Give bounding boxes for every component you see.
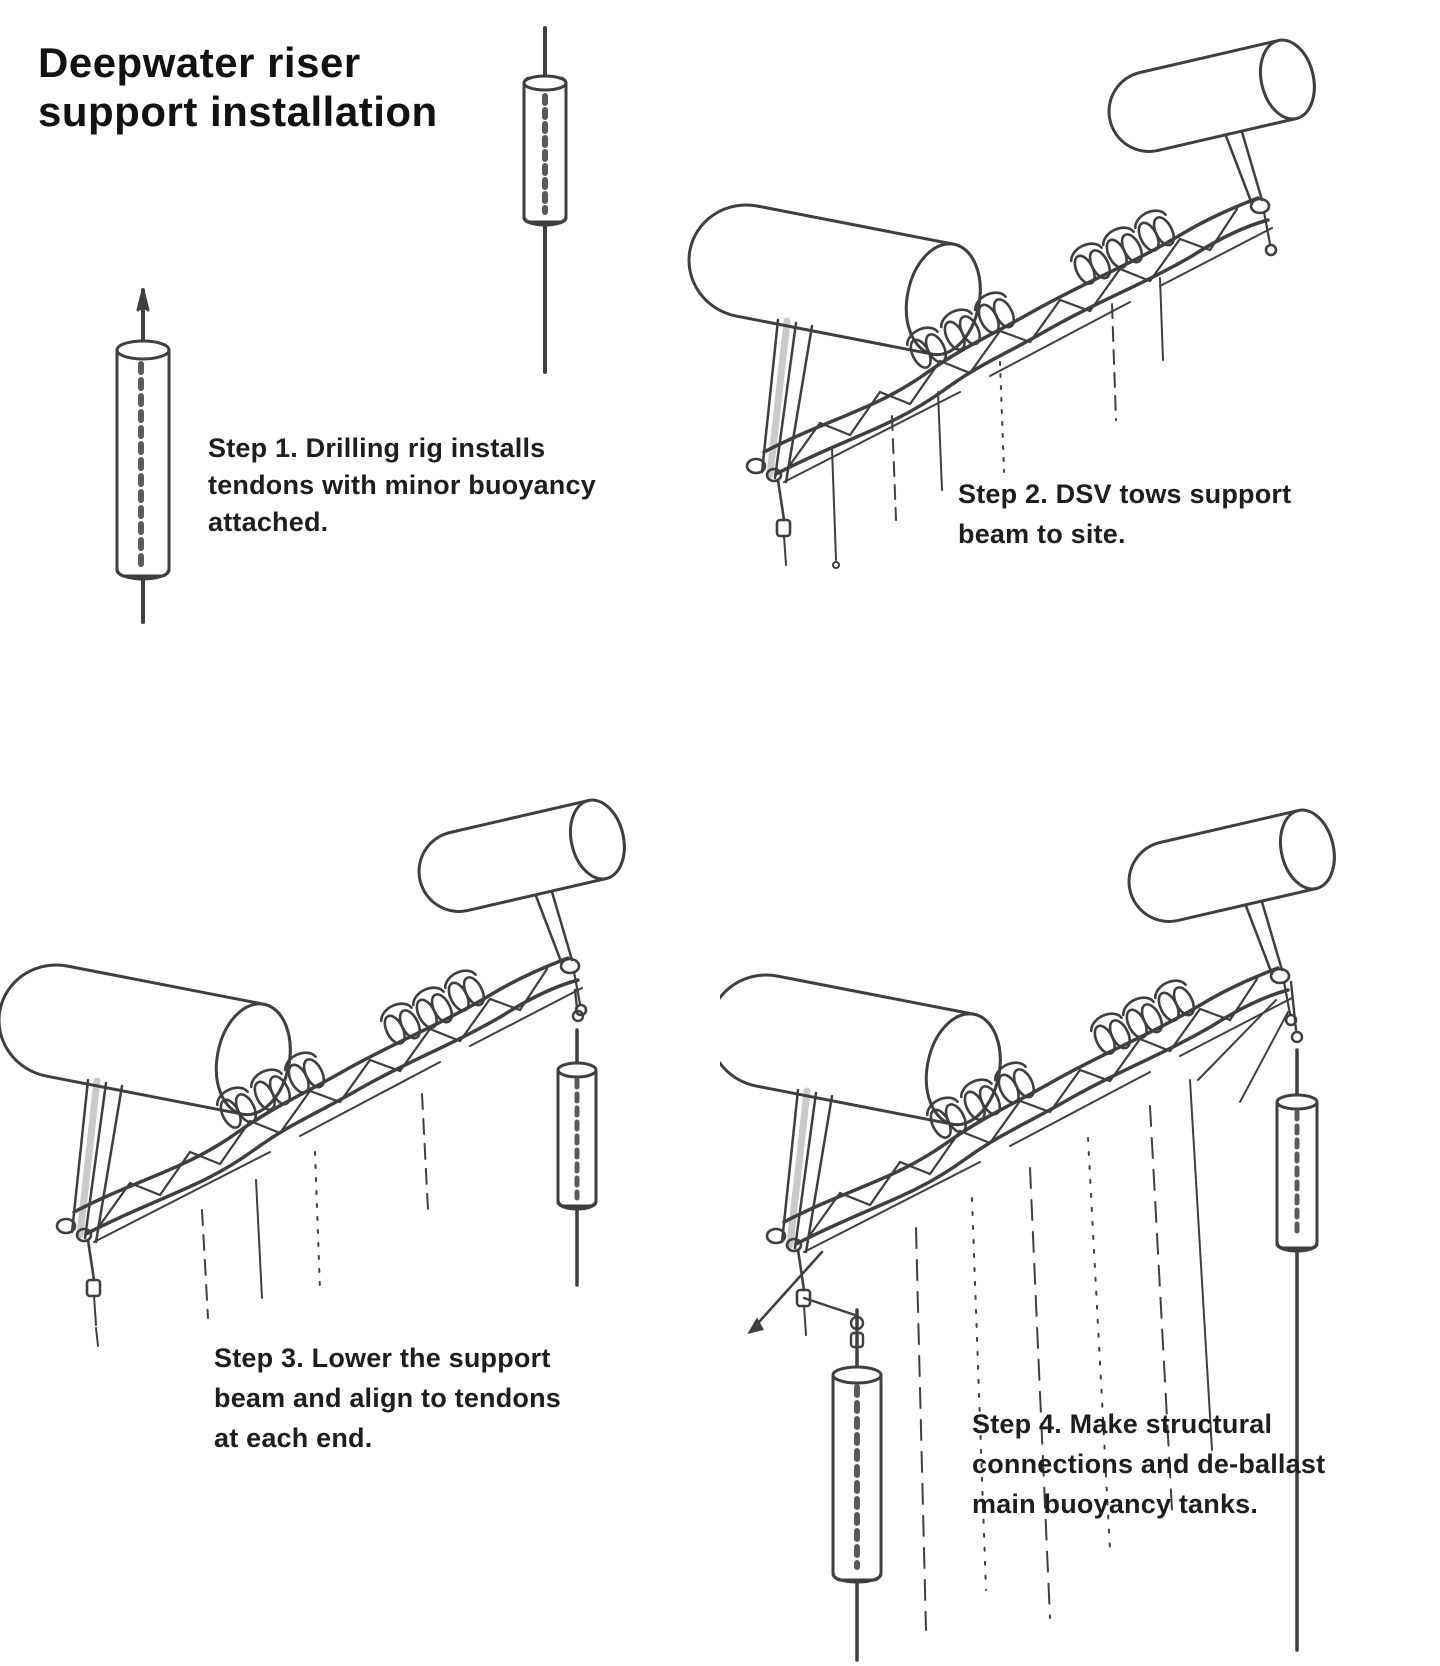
lowering-dangles [95, 1093, 429, 1347]
step2-illustration [660, 20, 1440, 569]
caption-line: main buoyancy tanks. [972, 1489, 1259, 1519]
tendon-top-icon [522, 26, 568, 374]
caption-line: connections and de-ballast [972, 1449, 1326, 1479]
caption-line: Step 1. Drilling rig installs [208, 433, 546, 463]
step4-illustration [720, 750, 1440, 1662]
step4-caption: Step 4. Make structural connections and … [972, 1404, 1325, 1524]
page-title: Deepwater riser support installation [38, 38, 518, 136]
tendon-left-icon [115, 288, 171, 624]
minor-buoyancy-module [115, 339, 171, 581]
caption-line: Step 3. Lower the support [214, 1343, 551, 1373]
step1-caption: Step 1. Drilling rig installs tendons wi… [208, 430, 596, 541]
tow-rigging-dangles [831, 277, 1164, 569]
caption-line: Step 4. Make structural [972, 1409, 1273, 1439]
tendon-right-detached [556, 988, 598, 1287]
step3-illustration [0, 650, 720, 1347]
support-beam-assembly [720, 805, 1342, 1335]
minor-buoyancy-module [522, 74, 568, 227]
caption-line: beam to site. [958, 519, 1126, 549]
caption-line: Step 2. DSV tows support [958, 479, 1292, 509]
support-beam-assembly [0, 795, 632, 1325]
guide-wire-arrow [747, 1250, 824, 1335]
page-title-line: support installation [38, 88, 438, 135]
tendon-right-connected [1275, 980, 1319, 1652]
step2-caption: Step 2. DSV tows support beam to site. [958, 474, 1291, 554]
caption-line: at each end. [214, 1423, 373, 1453]
tendon-left-connected [802, 1296, 883, 1662]
step3-caption: Step 3. Lower the support beam and align… [214, 1338, 561, 1458]
page-title-line: Deepwater riser [38, 39, 361, 86]
caption-line: tendons with minor buoyancy [208, 470, 596, 500]
connection-lines [915, 999, 1289, 1631]
caption-line: beam and align to tendons [214, 1383, 562, 1413]
caption-line: attached. [208, 507, 329, 537]
